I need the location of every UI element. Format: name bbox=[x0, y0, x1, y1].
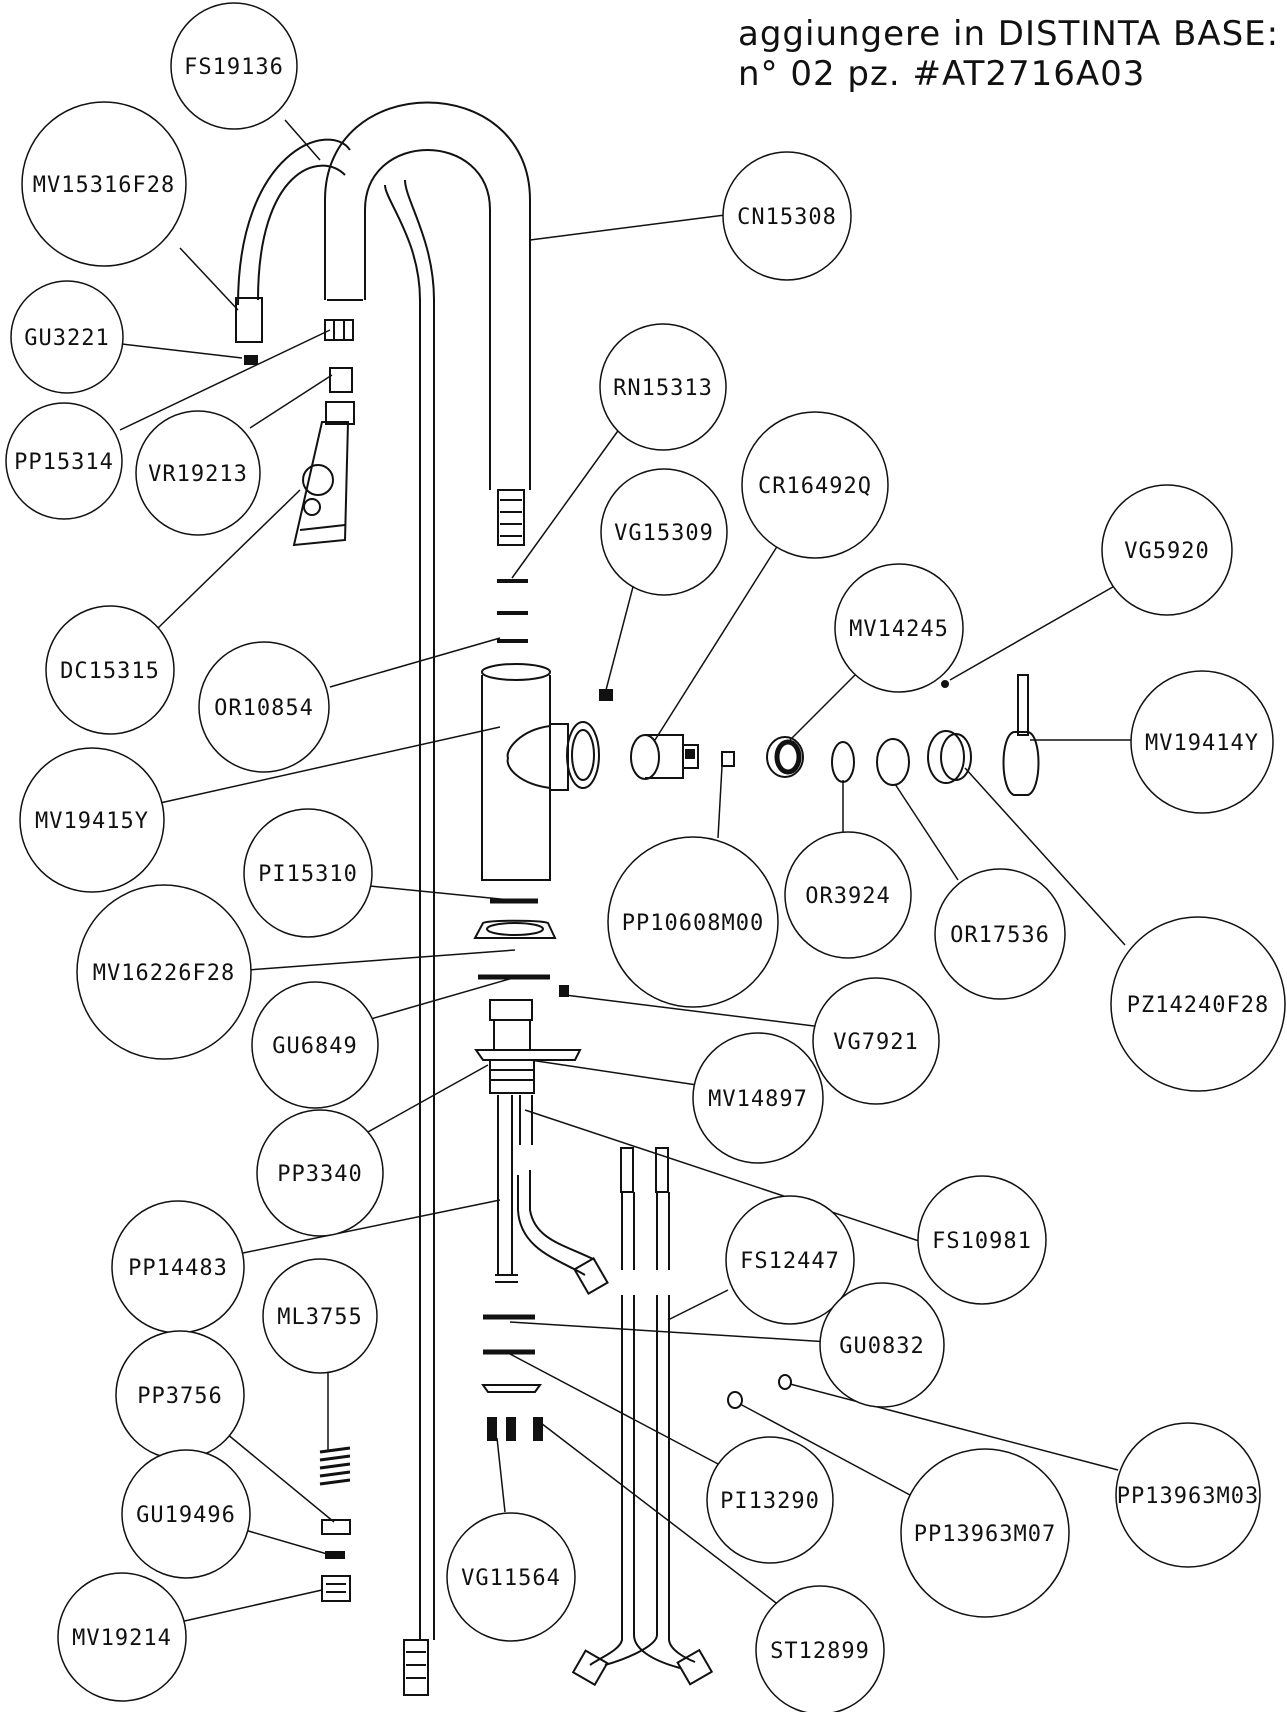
svg-text:CR16492Q: CR16492Q bbox=[758, 474, 872, 499]
spout-hose bbox=[324, 101, 531, 546]
svg-text:MV16226F28: MV16226F28 bbox=[93, 961, 235, 986]
callout-GU6849: GU6849 bbox=[251, 981, 379, 1109]
svg-text:DC15315: DC15315 bbox=[60, 659, 160, 684]
callout-PZ14240F28: PZ14240F28 bbox=[1110, 916, 1286, 1092]
callout-PP14483: PP14483 bbox=[111, 1200, 245, 1334]
mixer-body bbox=[481, 663, 600, 881]
callout-GU19496: GU19496 bbox=[121, 1449, 251, 1579]
callout-GU0832: GU0832 bbox=[819, 1282, 945, 1408]
callout-PP3340: PP3340 bbox=[256, 1109, 384, 1237]
note-line-1: aggiungere in DISTINTA BASE: bbox=[738, 14, 1280, 54]
flex-hoses bbox=[571, 1147, 714, 1687]
callout-ML3755: ML3755 bbox=[262, 1258, 378, 1374]
spray-head bbox=[244, 319, 355, 547]
svg-text:GU19496: GU19496 bbox=[136, 1503, 236, 1528]
svg-text:FS10981: FS10981 bbox=[932, 1229, 1032, 1254]
svg-text:VR19213: VR19213 bbox=[148, 462, 248, 487]
callout-MV14245: MV14245 bbox=[834, 563, 964, 693]
callout-VG5920: VG5920 bbox=[1101, 484, 1233, 616]
svg-text:GU0832: GU0832 bbox=[839, 1334, 924, 1359]
svg-text:FS12447: FS12447 bbox=[740, 1249, 840, 1274]
svg-text:PZ14240F28: PZ14240F28 bbox=[1127, 993, 1269, 1018]
callout-MV19415Y: MV19415Y bbox=[19, 747, 165, 893]
lower-left-parts bbox=[319, 1374, 792, 1602]
callout-FS19136: FS19136 bbox=[170, 2, 298, 130]
svg-text:MV19415Y: MV19415Y bbox=[35, 809, 149, 834]
callout-MV14897: MV14897 bbox=[692, 1032, 824, 1164]
callout-OR10854: OR10854 bbox=[198, 641, 330, 773]
svg-text:PP10608M00: PP10608M00 bbox=[622, 911, 764, 936]
svg-text:VG11564: VG11564 bbox=[461, 1566, 561, 1591]
callout-MV15316F28: MV15316F28 bbox=[21, 101, 187, 267]
callout-MV16226F28: MV16226F28 bbox=[76, 884, 252, 1060]
svg-text:GU3221: GU3221 bbox=[24, 326, 109, 351]
callout-DC15315: DC15315 bbox=[45, 605, 175, 735]
callout-PP13963M07: PP13963M07 bbox=[900, 1448, 1070, 1618]
callout-CR16492Q: CR16492Q bbox=[741, 411, 889, 559]
callout-MV19414Y: MV19414Y bbox=[1130, 670, 1274, 814]
callout-PP10608M00: PP10608M00 bbox=[607, 836, 779, 1008]
svg-text:FS19136: FS19136 bbox=[184, 55, 284, 80]
svg-text:PP15314: PP15314 bbox=[14, 450, 114, 475]
svg-text:MV19214: MV19214 bbox=[72, 1626, 172, 1651]
svg-text:GU6849: GU6849 bbox=[272, 1034, 357, 1059]
svg-text:PP13963M03: PP13963M03 bbox=[1117, 1484, 1259, 1509]
svg-text:VG7921: VG7921 bbox=[833, 1030, 918, 1055]
callout-PP13963M03: PP13963M03 bbox=[1115, 1422, 1261, 1568]
svg-text:OR17536: OR17536 bbox=[950, 923, 1050, 948]
callout-PP3756: PP3756 bbox=[115, 1330, 245, 1460]
svg-text:RN15313: RN15313 bbox=[613, 376, 713, 401]
svg-text:OR3924: OR3924 bbox=[805, 884, 890, 909]
svg-text:MV19414Y: MV19414Y bbox=[1145, 731, 1259, 756]
cartridge bbox=[599, 689, 735, 780]
note-line-2: n° 02 pz. #AT2716A03 bbox=[738, 54, 1146, 94]
svg-text:ML3755: ML3755 bbox=[277, 1305, 362, 1330]
callout-OR3924: OR3924 bbox=[784, 831, 912, 959]
callout-GU3221: GU3221 bbox=[10, 280, 124, 394]
svg-text:PP14483: PP14483 bbox=[128, 1256, 228, 1281]
callout-VG11564: VG11564 bbox=[446, 1512, 576, 1642]
spray-hose bbox=[235, 138, 351, 343]
svg-text:PI13290: PI13290 bbox=[720, 1489, 820, 1514]
callout-PI15310: PI15310 bbox=[243, 808, 373, 938]
base-assembly bbox=[473, 898, 582, 1094]
callout-PP15314: PP15314 bbox=[5, 402, 123, 520]
callout-FS12447: FS12447 bbox=[725, 1195, 855, 1325]
callout-CN15308: CN15308 bbox=[722, 151, 852, 281]
callout-VG7921: VG7921 bbox=[812, 977, 940, 1105]
callout-VG15309: VG15309 bbox=[600, 468, 728, 596]
callouts: FS19136 MV15316F28 GU3221 PP15314 VR1921… bbox=[5, 2, 1286, 1712]
parts-drawing bbox=[235, 101, 1040, 1696]
svg-text:VG15309: VG15309 bbox=[614, 521, 714, 546]
callout-FS10981: FS10981 bbox=[917, 1175, 1047, 1305]
handle-assembly bbox=[766, 674, 1040, 796]
svg-text:PP3340: PP3340 bbox=[277, 1162, 362, 1187]
callout-OR17536: OR17536 bbox=[934, 868, 1066, 1000]
svg-text:VG5920: VG5920 bbox=[1124, 539, 1209, 564]
svg-text:CN15308: CN15308 bbox=[737, 205, 837, 230]
spout-rings bbox=[497, 579, 528, 643]
svg-text:OR10854: OR10854 bbox=[214, 696, 314, 721]
callout-ST12899: ST12899 bbox=[755, 1585, 885, 1712]
svg-text:ST12899: ST12899 bbox=[770, 1639, 870, 1664]
callout-RN15313: RN15313 bbox=[599, 323, 727, 451]
svg-text:MV14245: MV14245 bbox=[849, 617, 949, 642]
svg-text:MV14897: MV14897 bbox=[708, 1087, 808, 1112]
svg-text:PP3756: PP3756 bbox=[137, 1384, 222, 1409]
callout-MV19214: MV19214 bbox=[57, 1572, 187, 1702]
svg-text:PP13963M07: PP13963M07 bbox=[914, 1522, 1056, 1547]
supply-hoses bbox=[481, 1095, 609, 1393]
pullout-hose bbox=[384, 179, 435, 1696]
svg-text:MV15316F28: MV15316F28 bbox=[33, 173, 175, 198]
svg-text:PI15310: PI15310 bbox=[258, 862, 358, 887]
callout-VR19213: VR19213 bbox=[135, 410, 261, 536]
callout-PI13290: PI13290 bbox=[706, 1436, 834, 1564]
